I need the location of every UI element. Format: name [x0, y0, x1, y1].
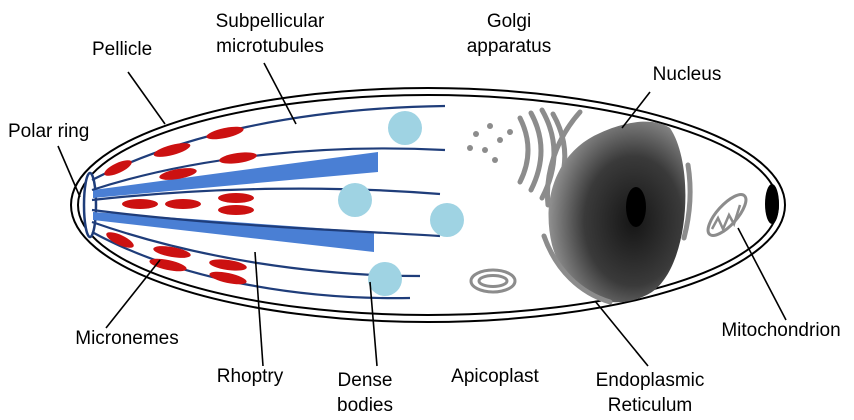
label-golgi-1: Golgi: [487, 11, 531, 32]
posterior-cap: [765, 184, 779, 224]
label-er-1: Endoplasmic: [596, 370, 705, 391]
label-pellicle: Pellicle: [92, 39, 152, 60]
label-subpellicular-1: Subpellicular: [216, 11, 325, 32]
label-apicoplast: Apicoplast: [451, 366, 539, 387]
label-dense-1: Dense: [338, 370, 393, 391]
label-rhoptry: Rhoptry: [217, 366, 284, 387]
label-micronemes: Micronemes: [75, 328, 178, 349]
label-dense-2: bodies: [337, 395, 393, 416]
label-mitochondrion: Mitochondrion: [721, 320, 840, 341]
label-er-2: Reticulum: [608, 395, 692, 416]
label-golgi-2: apparatus: [467, 36, 552, 57]
polar-ring: [84, 173, 96, 237]
label-nucleus: Nucleus: [653, 64, 722, 85]
nucleolus: [626, 187, 646, 227]
label-subpellicular-2: microtubules: [216, 36, 324, 57]
label-polar-ring: Polar ring: [8, 121, 89, 142]
